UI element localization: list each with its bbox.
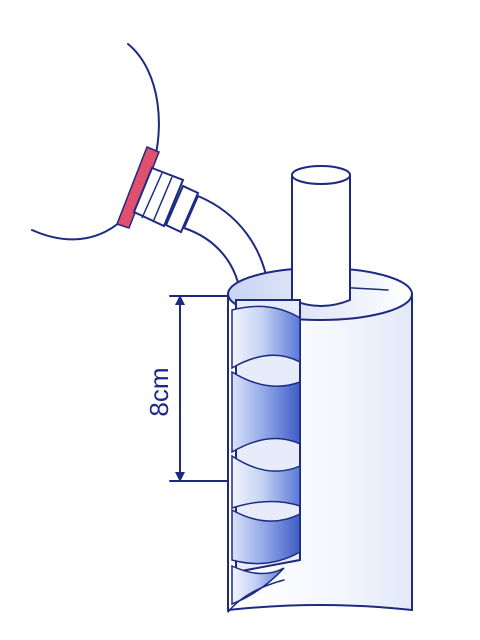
tape-band-2 [231,370,301,454]
gasket [116,146,160,229]
dimension-indicator: 8cm [144,295,229,482]
dimension-label: 8cm [144,367,174,416]
tape-band-1 [231,305,301,370]
tape-band-3 [231,454,301,510]
fitting-nut [132,166,200,234]
pipe-bottom-curve [227,579,285,613]
tape-band-4 [231,508,301,565]
spiral-tape [231,305,301,606]
inner-upright-pipe [291,165,351,307]
